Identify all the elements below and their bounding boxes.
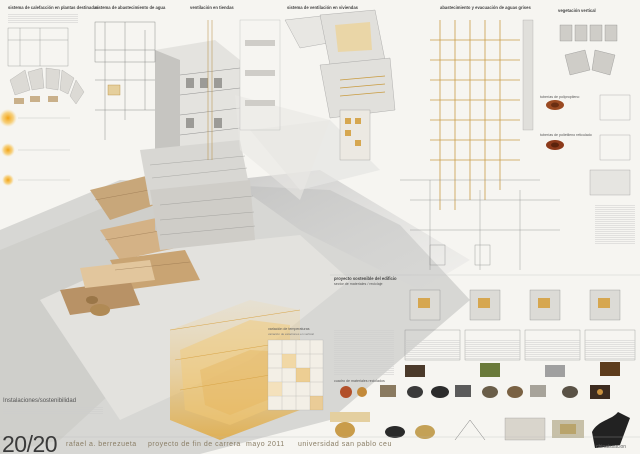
text-block	[405, 340, 460, 360]
col3-title: ventilación en tiendas	[190, 5, 234, 10]
col1-title: sistema de calefacción en plantas destin…	[8, 5, 99, 10]
water-supply-diagram	[94, 21, 156, 140]
pipe-roll-1	[546, 100, 564, 110]
section-description	[3, 407, 103, 415]
center-title: proyecto sostenible del edificio	[334, 276, 397, 281]
sheet-number: 20/20	[2, 431, 58, 454]
footer-project: proyecto de fin de carrera	[148, 441, 241, 448]
sun-icon	[0, 109, 17, 127]
materials-title: cuadro de materiales reciclados	[334, 379, 385, 383]
pipes-b-label: tuberías de polietileno reticulado	[540, 133, 592, 137]
col6-title: vegetación vertical	[558, 8, 596, 13]
temperature-grid	[267, 339, 324, 411]
pipes-a-label: tuberías de polipropileno	[540, 95, 580, 99]
footer-university: universidad san pablo ceu	[298, 441, 392, 448]
text-block	[595, 205, 635, 245]
center-subtitle: sector de materiales / reciclaje	[334, 282, 383, 286]
right-details	[546, 24, 631, 196]
text-block	[8, 14, 78, 24]
chart-subtitle: variación de estaciones en vertical	[268, 332, 314, 336]
text-block	[525, 340, 580, 360]
section-heading: Instalaciones/sostenibilidad	[3, 398, 77, 404]
text-block	[334, 330, 394, 375]
signature: chinaissacion	[596, 444, 627, 450]
tower-model	[140, 20, 256, 250]
light-fan	[235, 95, 330, 200]
ventilation-sections	[239, 9, 396, 161]
col2-title: sistema de abastecimiento de agua	[95, 5, 166, 10]
left-diagrams	[0, 27, 85, 186]
text-block	[585, 340, 635, 360]
terrain-model	[0, 120, 470, 454]
material-sequence	[404, 289, 636, 361]
col4-title: sistema de ventilación en viviendas	[287, 5, 358, 10]
greywater-grid	[400, 19, 560, 270]
chart-title: variación de temperaturas	[268, 327, 310, 331]
footer-author: rafael a. berrezueta	[66, 441, 137, 448]
footer-date: mayo 2011	[246, 441, 285, 448]
text-block	[465, 340, 520, 360]
col5-title: abastecimiento y evacuación de aguas gri…	[440, 5, 531, 10]
material-photos	[330, 362, 630, 448]
pipe-roll-2	[546, 140, 564, 150]
